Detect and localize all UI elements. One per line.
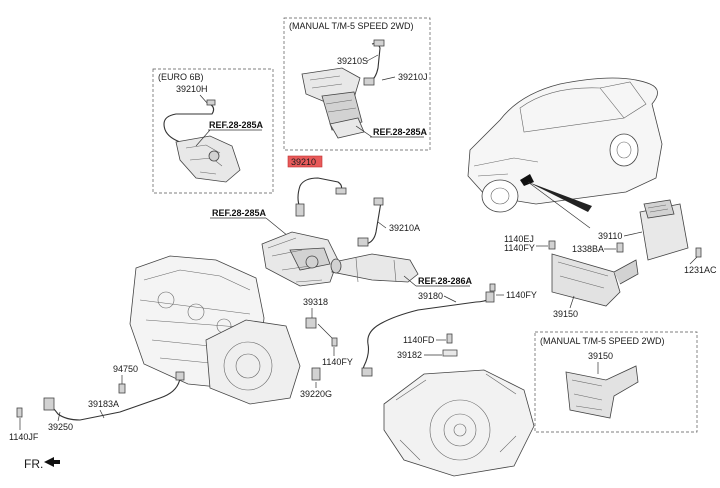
label-39210H: 39210H: [176, 84, 208, 94]
label-39250: 39250: [48, 422, 73, 432]
manual-top-title: (MANUAL T/M-5 SPEED 2WD): [289, 21, 414, 31]
euro-6b-inset: (EURO 6B) 39210H REF.28-285A: [152, 68, 274, 194]
label-94750: 94750: [113, 364, 138, 374]
front-arrow-icon: [44, 457, 60, 467]
vehicle-illustration: [467, 77, 663, 229]
label-39180: 39180: [418, 291, 443, 301]
manual-bottom-inset: (MANUAL T/M-5 SPEED 2WD) 39150: [534, 331, 698, 433]
fr-label: FR.: [24, 457, 43, 471]
manual-top-inset: (MANUAL T/M-5 SPEED 2WD) 39210S 39210J R…: [283, 17, 431, 151]
bracket-39182: 1140FD 39182: [397, 333, 458, 360]
label-39220G: 39220G: [300, 389, 332, 399]
label-1140FY-a: 1140FY: [504, 243, 535, 253]
front-direction-indicator: FR.: [24, 457, 60, 471]
ref-manual: REF.28-285A: [373, 127, 428, 137]
wiring-39180: 39180 1140FY: [361, 283, 537, 377]
label-1140FY-b: 1140FY: [506, 290, 537, 300]
transaxle: [383, 369, 535, 477]
label-39183A: 39183A: [88, 399, 119, 409]
ref-main: REF.28-285A: [212, 208, 267, 218]
label-39210J: 39210J: [398, 72, 428, 82]
exhaust-manifold-main: REF.28-285A REF.28-286A: [210, 208, 473, 287]
label-39150-a: 39150: [553, 309, 578, 319]
label-39210A: 39210A: [389, 223, 420, 233]
wiring-39250: 39183A 39250 1140JF: [9, 371, 185, 442]
label-1231AC: 1231AC: [684, 265, 717, 275]
label-39150-b: 39150: [588, 351, 613, 361]
oxygen-sensor-39210: 39210: [287, 155, 347, 217]
label-39210S: 39210S: [337, 56, 368, 66]
engine-block: [129, 255, 301, 405]
label-1338BA: 1338BA: [572, 244, 604, 254]
label-39110: 39110: [598, 231, 622, 241]
sensor-94750: 94750: [113, 364, 138, 394]
ref-euro: REF.28-285A: [209, 120, 264, 130]
sensor-39318: 39318 1140FY: [303, 297, 353, 367]
oxygen-sensor-39210A: 39210A: [357, 197, 420, 247]
label-39318: 39318: [303, 297, 328, 307]
manual-bottom-frame: [534, 331, 698, 433]
euro-6b-title: (EURO 6B): [158, 72, 204, 82]
ecu-assembly: 39110 1140EJ 1140FY 1338BA 1231AC 39150: [504, 199, 717, 319]
label-1140EJ: 1140EJ: [504, 234, 534, 244]
sensor-39220G: 39220G: [300, 367, 332, 399]
label-1140FD: 1140FD: [403, 335, 435, 345]
ref-286: REF.28-286A: [418, 276, 473, 286]
manual-bottom-title: (MANUAL T/M-5 SPEED 2WD): [540, 336, 665, 346]
label-1140FY-c: 1140FY: [322, 357, 353, 367]
manual-top-frame: [283, 17, 431, 151]
label-39182: 39182: [397, 350, 422, 360]
euro-6b-frame: [152, 68, 274, 194]
highlight-39210: [287, 155, 323, 168]
label-39210: 39210: [291, 157, 316, 167]
label-1140JF: 1140JF: [9, 432, 39, 442]
